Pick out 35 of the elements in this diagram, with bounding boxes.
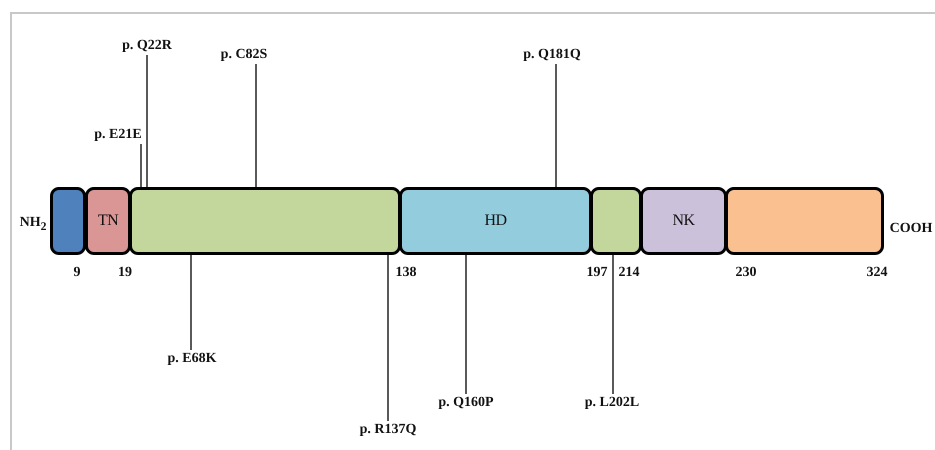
position-number: 138 bbox=[396, 265, 416, 281]
mutation-label: p. L202L bbox=[584, 395, 640, 411]
domain-box bbox=[725, 187, 884, 255]
leader-line bbox=[555, 64, 557, 187]
mutation-label: p. Q181Q bbox=[523, 47, 581, 63]
leader-line bbox=[190, 255, 192, 350]
mutation-label: p. C82S bbox=[220, 47, 268, 63]
position-number: 197 bbox=[586, 265, 608, 281]
terminus-label: COOH bbox=[890, 221, 932, 237]
leader-line bbox=[146, 55, 148, 187]
mutation-label: p. E21E bbox=[94, 127, 142, 143]
leader-line bbox=[465, 255, 467, 394]
domain-label: NK bbox=[672, 212, 695, 230]
mutation-label: p. Q22R bbox=[122, 38, 172, 54]
domain-label: HD bbox=[484, 212, 507, 230]
position-number: 214 bbox=[618, 265, 640, 281]
position-number: 230 bbox=[736, 265, 756, 281]
position-number: 19 bbox=[118, 265, 132, 281]
leader-line bbox=[255, 64, 257, 187]
mutation-label: p. R137Q bbox=[360, 422, 416, 438]
position-number: 324 bbox=[866, 265, 888, 281]
leader-line bbox=[612, 255, 614, 394]
domain-label: TN bbox=[98, 212, 118, 230]
leader-line bbox=[387, 255, 389, 421]
domain-box bbox=[399, 187, 592, 255]
domain-box bbox=[129, 187, 401, 255]
position-number: 9 bbox=[74, 265, 80, 281]
domain-box bbox=[640, 187, 727, 255]
domain-box bbox=[590, 187, 642, 255]
terminus-label: NH$_{2}$ bbox=[20, 215, 46, 235]
leader-line bbox=[140, 144, 142, 187]
domain-box bbox=[50, 187, 86, 255]
domain-box bbox=[85, 187, 131, 255]
mutation-label: p. E68K bbox=[168, 351, 216, 367]
mutation-label: p. Q160P bbox=[438, 395, 494, 411]
